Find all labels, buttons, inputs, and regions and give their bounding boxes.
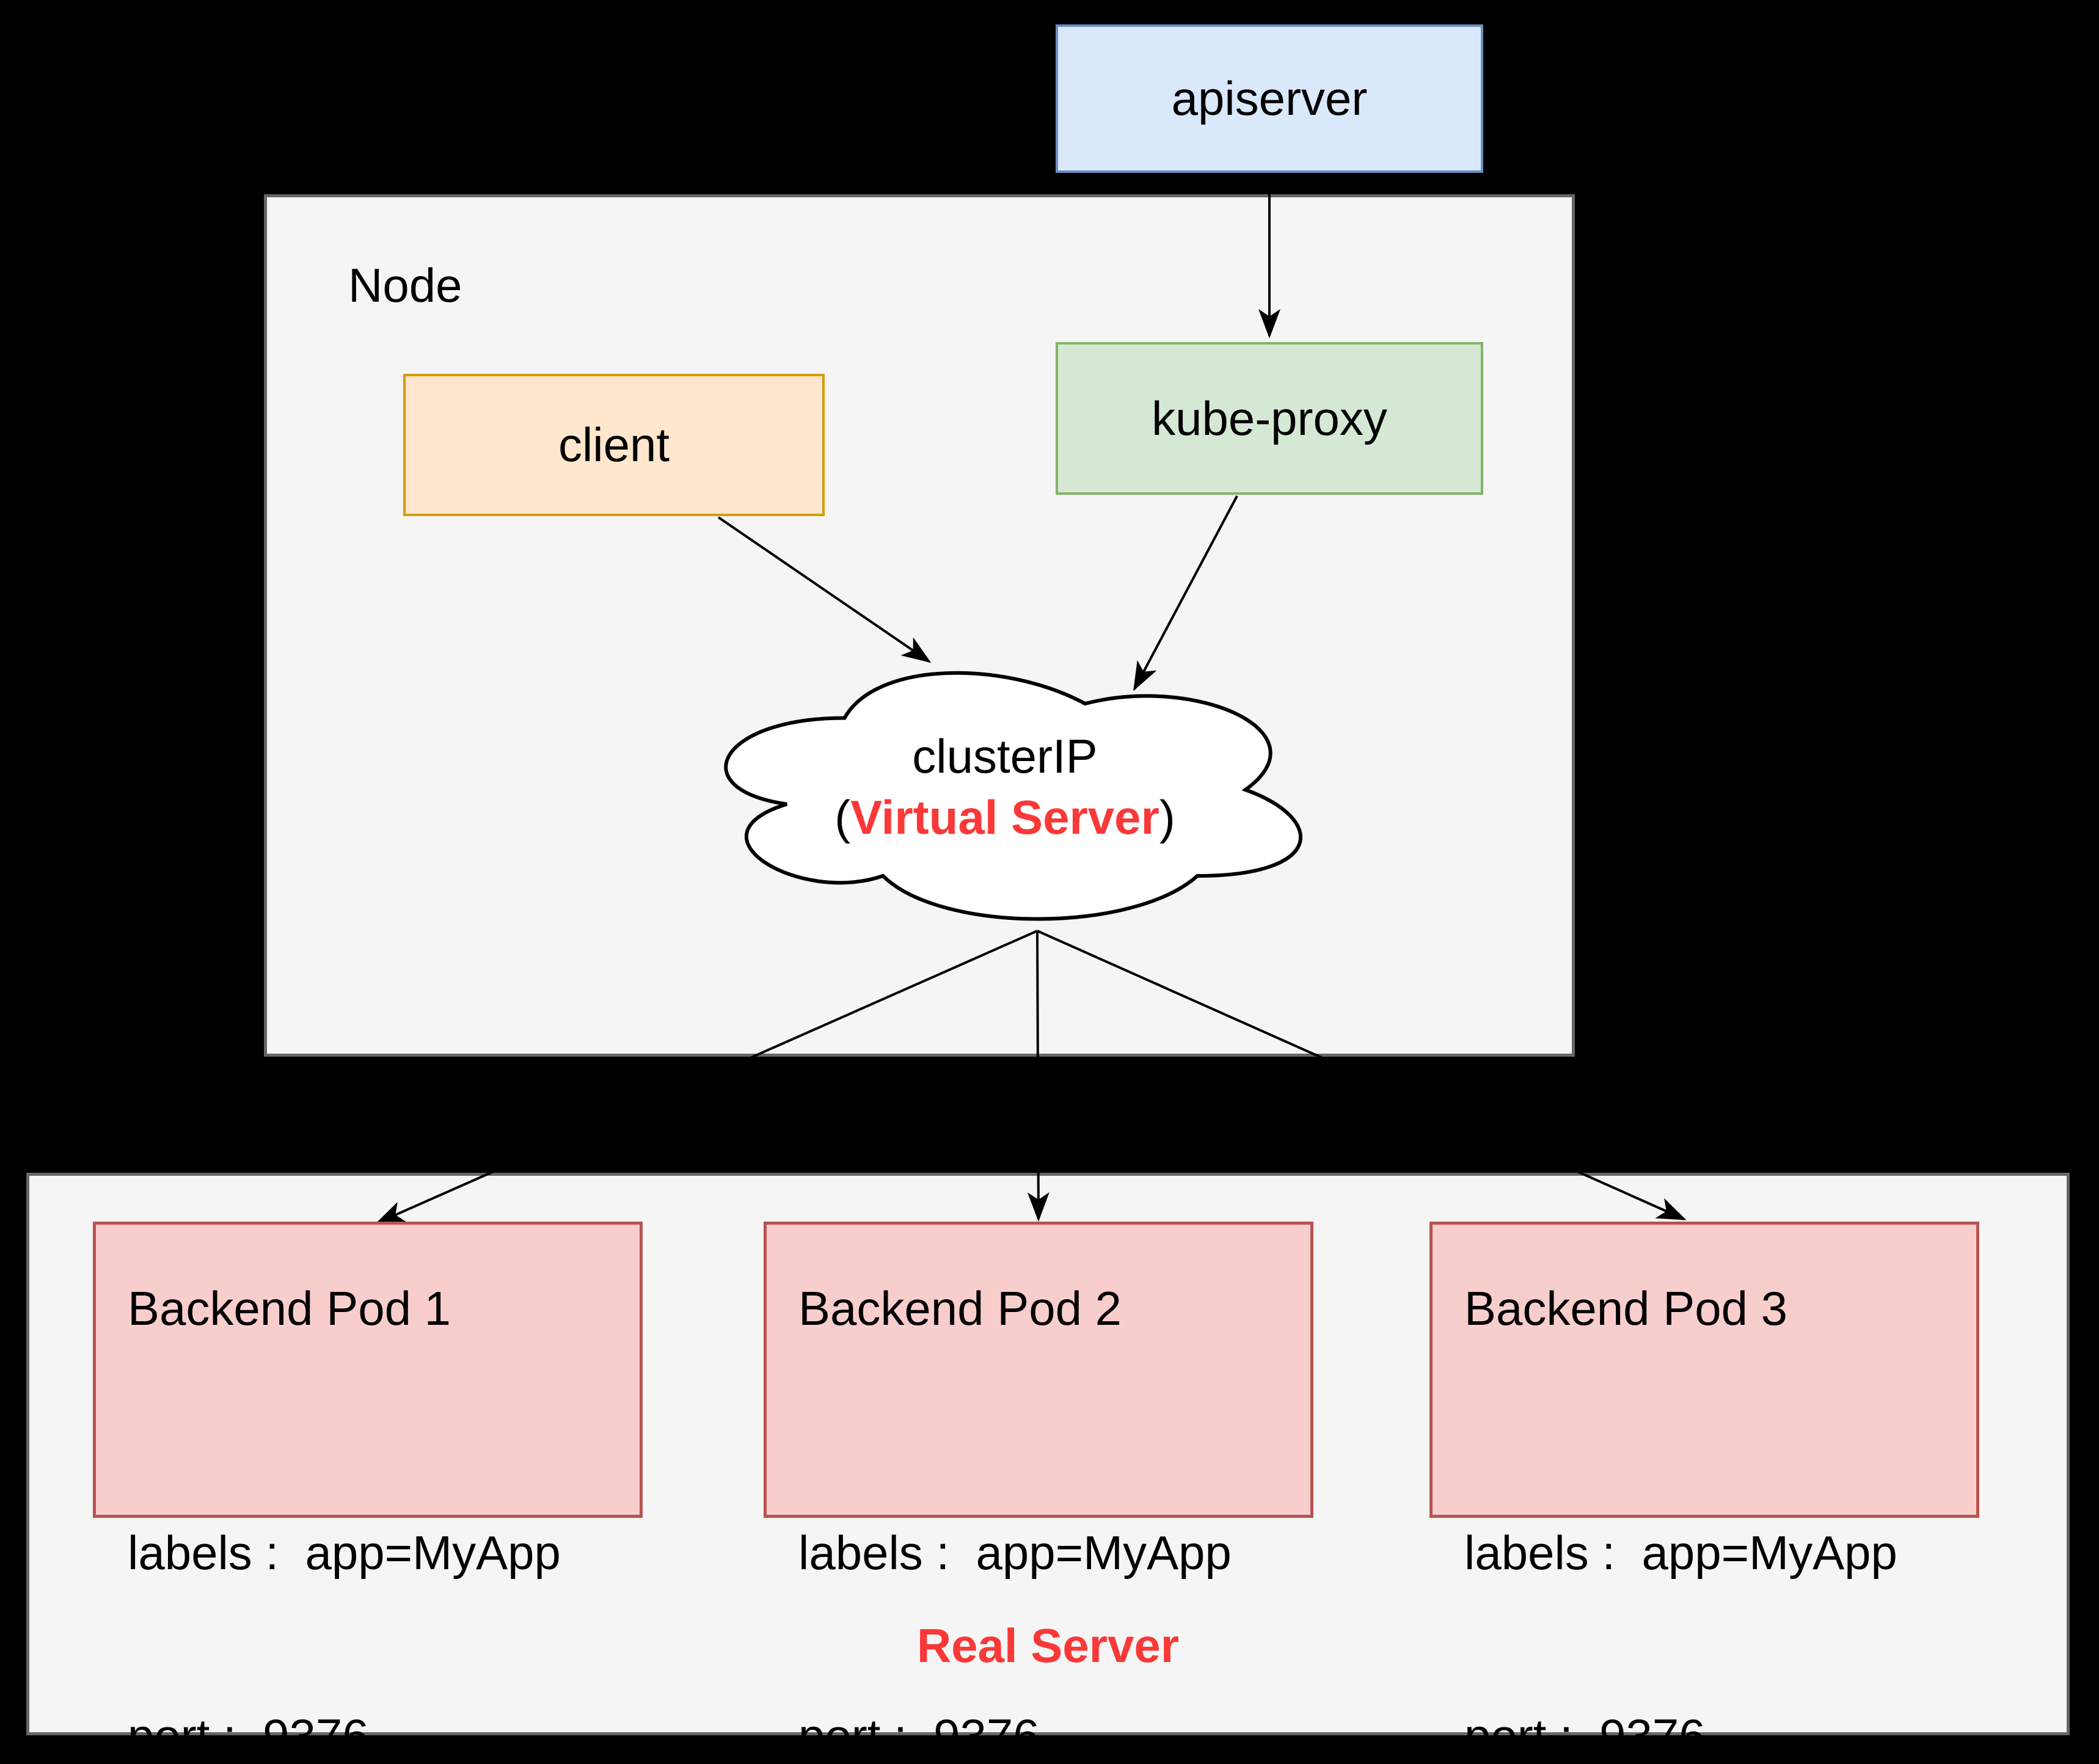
clusterip-title: clusterIP [912,729,1098,783]
virtual-server-text: Virtual Server [850,790,1159,844]
pod-title: Backend Pod 2 [798,1281,1122,1335]
open-paren: ( [834,790,851,844]
pod-port-line: port : 9376 [1464,1709,1706,1763]
backend-pod-2-box: Backend Pod 2 labels : app=MyApp port : … [764,1222,1313,1763]
clusterip-subtitle: (Virtual Server) [684,787,1326,848]
pod-details: labels : app=MyApp port : 9376 [1464,1400,1897,1764]
close-paren: ) [1159,790,1175,844]
pod-labels-line: labels : app=MyApp [1464,1526,1897,1580]
client-label: client [558,418,670,472]
backend-pod-1-box: Backend Pod 1 labels : app=MyApp port : … [93,1222,643,1763]
pod-port-line: port : 9376 [798,1709,1040,1763]
apiserver-label: apiserver [1171,71,1368,125]
pod-labels-line: labels : app=MyApp [128,1526,561,1580]
node-container [264,194,1575,1057]
node-group-label: Node [348,258,462,312]
pod-port-line: port : 9376 [128,1709,369,1763]
pod-details: labels : app=MyApp port : 9376 [128,1400,561,1764]
pod-details: labels : app=MyApp port : 9376 [798,1400,1232,1764]
client-box: client [403,374,825,516]
apiserver-box: apiserver [1056,24,1483,173]
kube-proxy-box: kube-proxy [1056,342,1483,495]
pod-title: Backend Pod 1 [128,1281,451,1335]
pod-labels-line: labels : app=MyApp [798,1526,1232,1580]
kube-proxy-label: kube-proxy [1152,391,1387,445]
real-server-label: Real Server [916,1619,1180,1672]
backend-pod-3-box: Backend Pod 3 labels : app=MyApp port : … [1429,1222,1979,1763]
clusterip-label-group: clusterIP (Virtual Server) [684,726,1326,848]
pod-title: Backend Pod 3 [1464,1281,1788,1335]
